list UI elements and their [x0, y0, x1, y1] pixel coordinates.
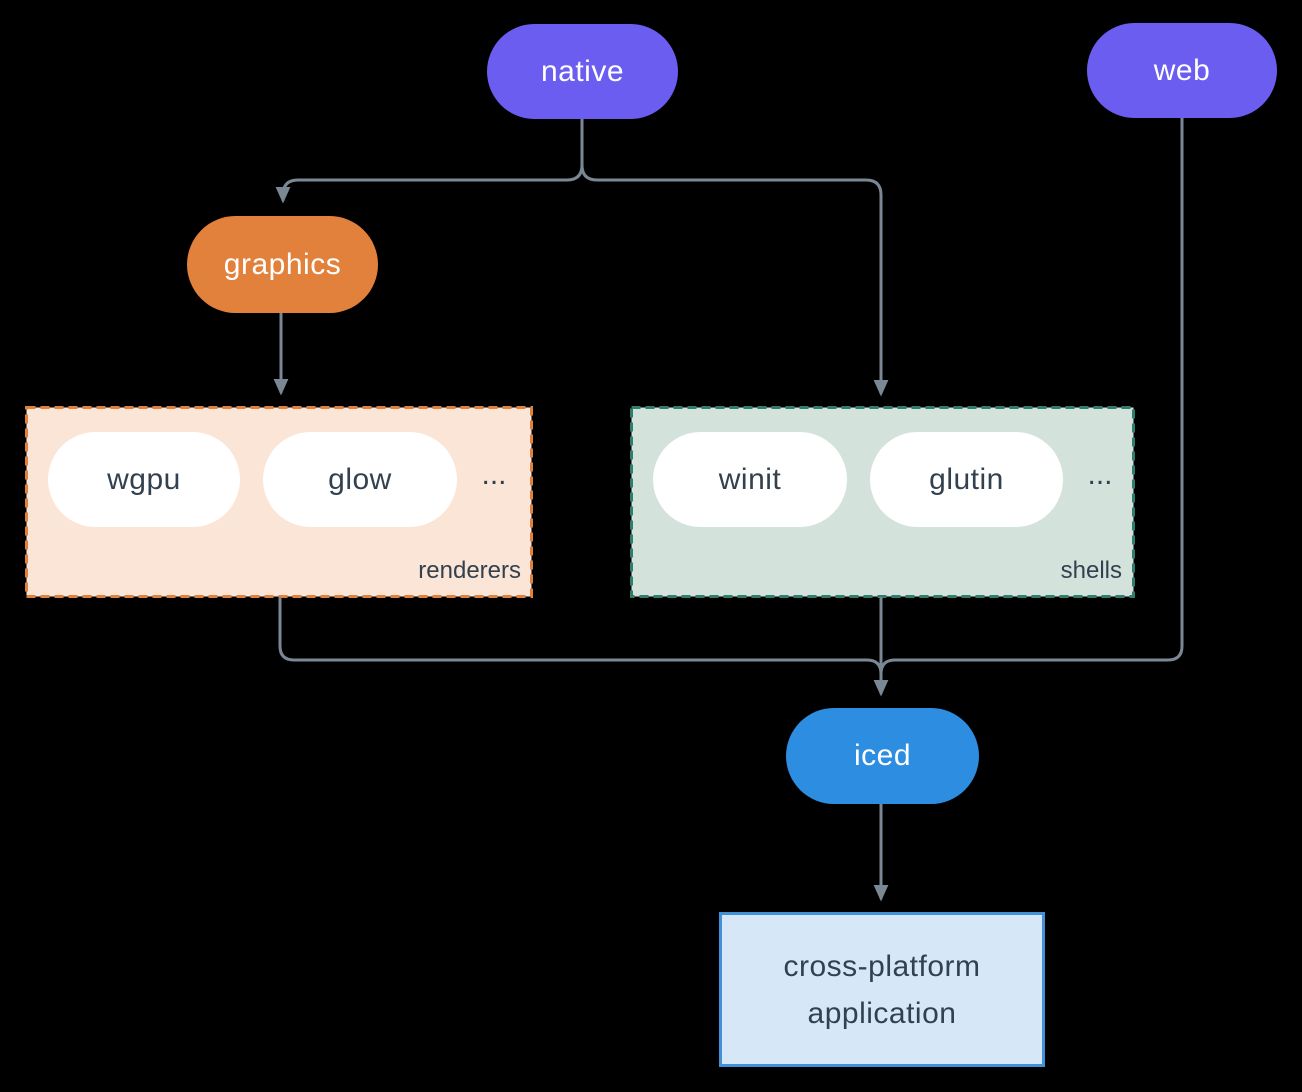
renderers-group-label: renderers: [418, 557, 521, 584]
node-native: native: [487, 24, 678, 119]
node-glutin-label: glutin: [929, 462, 1004, 496]
node-iced-label: iced: [853, 739, 912, 772]
node-native-label: native: [540, 54, 625, 88]
connector-native-to-shells: [580, 118, 889, 397]
node-iced: iced: [786, 708, 979, 804]
node-winit-label: winit: [718, 462, 782, 496]
node-glutin: glutin: [870, 432, 1063, 527]
shells-group-label: shells: [1060, 557, 1122, 584]
node-winit: winit: [653, 432, 847, 527]
connector-native-to-graphics: [275, 118, 584, 204]
node-graphics-label: graphics: [223, 247, 342, 281]
node-cross-platform-application: cross-platform application: [719, 912, 1045, 1067]
node-wgpu: wgpu: [48, 432, 240, 527]
node-web: web: [1087, 23, 1277, 118]
application-label-line1: cross-platform: [783, 949, 981, 983]
node-glow-label: glow: [328, 462, 392, 496]
application-label-line2: application: [807, 996, 957, 1030]
node-wgpu-label: wgpu: [107, 462, 181, 496]
connector-web-to-merge: [879, 118, 1184, 675]
node-glow: glow: [263, 432, 457, 527]
shells-ellipsis: ...: [1087, 458, 1113, 491]
node-graphics: graphics: [187, 216, 378, 313]
node-web-label: web: [1153, 53, 1211, 87]
connector-renderers-to-merge: [278, 597, 883, 675]
renderers-ellipsis: ...: [481, 458, 507, 491]
